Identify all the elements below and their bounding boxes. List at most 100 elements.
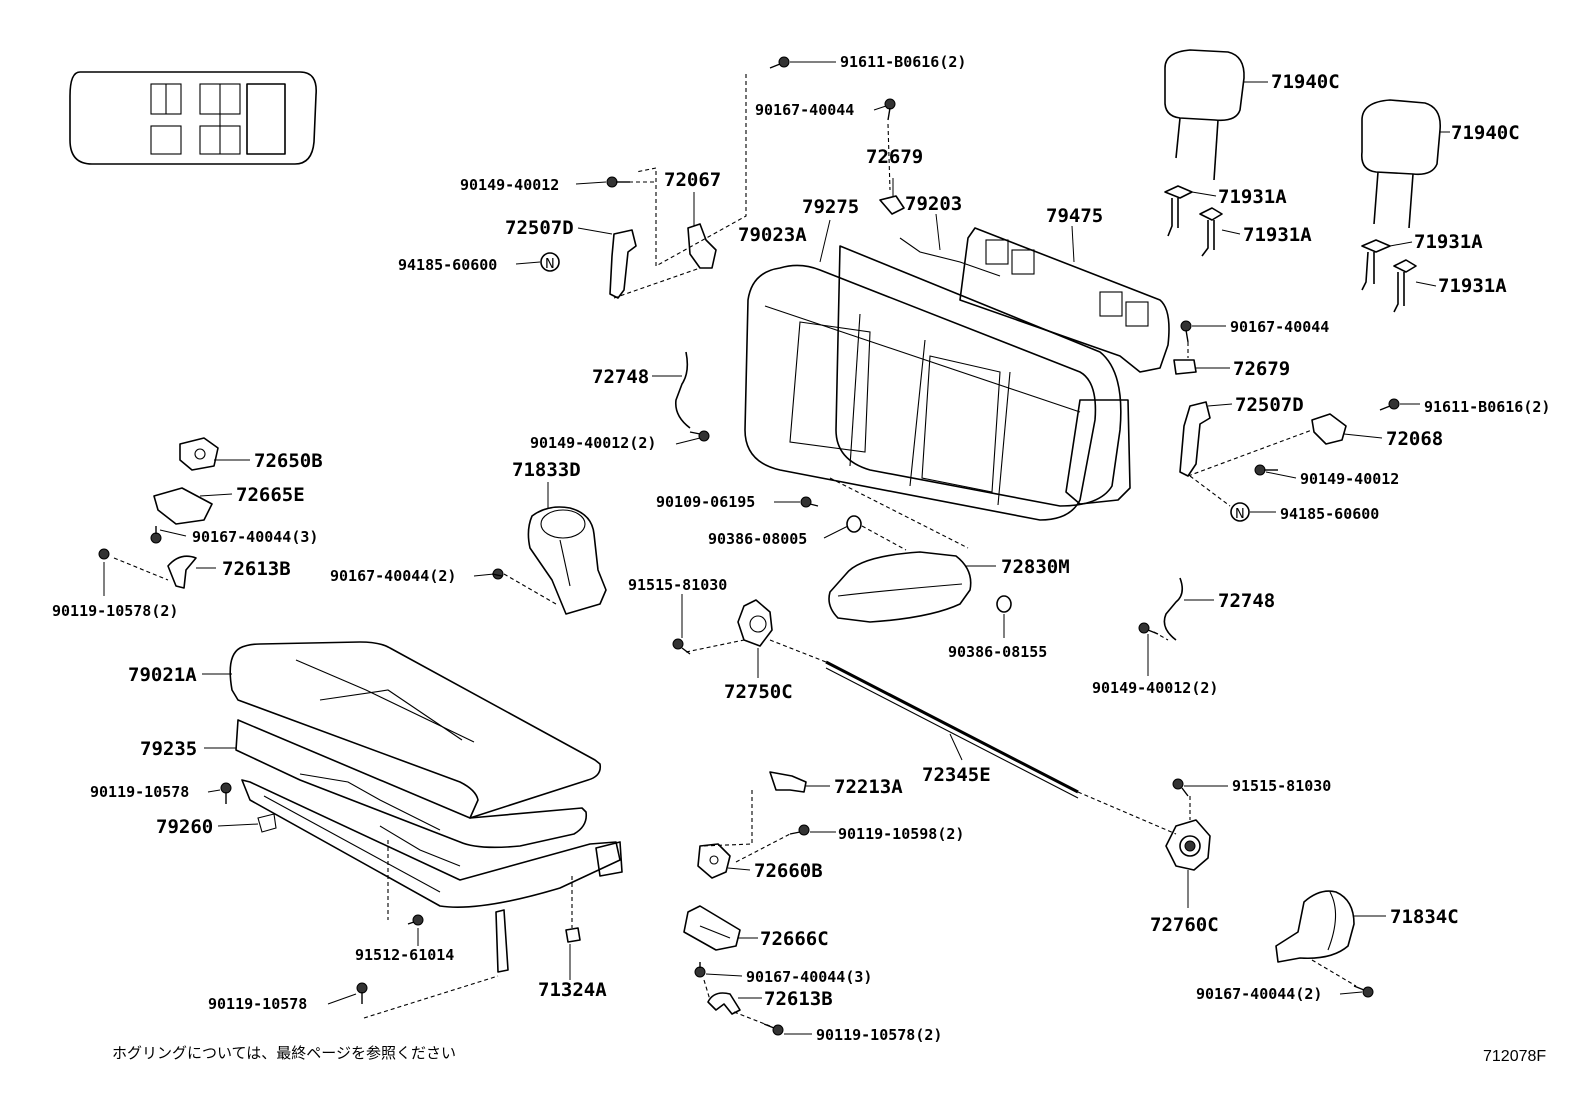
hinge-72750C [737, 599, 773, 647]
label-90149-40012-right: 90149-40012 [1300, 470, 1399, 488]
label-79021A: 79021A [128, 664, 197, 686]
label-90119-10578-2-bottom: 90119-10578(2) [816, 1026, 942, 1044]
headrest-left [1164, 49, 1245, 181]
belt-72507D-right [1179, 401, 1211, 477]
label-72750C: 72750C [724, 681, 793, 703]
label-94185-60600-left: 94185-60600 [398, 256, 497, 274]
label-72679-top: 72679 [866, 146, 923, 168]
label-72748-right: 72748 [1218, 590, 1275, 612]
part-labels: 91611-B0616(2) 90167-40044 72679 90149-4… [52, 53, 1550, 1044]
label-72213A: 72213A [834, 776, 903, 798]
label-79235: 79235 [140, 738, 197, 760]
label-79023A: 79023A [738, 224, 807, 246]
hinge-72760C [1165, 819, 1211, 871]
label-71940C-a: 71940C [1271, 71, 1340, 93]
label-90109-06195: 90109-06195 [656, 493, 755, 511]
label-91611-B0616-2-right: 91611-B0616(2) [1424, 398, 1550, 416]
assembly-dashed-lines [113, 74, 1357, 1027]
label-71834C: 71834C [1390, 906, 1459, 928]
label-72068: 72068 [1386, 428, 1443, 450]
label-72665E: 72665E [236, 484, 305, 506]
armrest [828, 551, 972, 623]
label-90386-08155: 90386-08155 [948, 643, 1047, 661]
label-72067: 72067 [664, 169, 721, 191]
label-90149-40012-2-mid: 90149-40012(2) [530, 434, 656, 452]
stopper-72679-top [879, 195, 905, 215]
wire-72748-top [674, 351, 691, 429]
lock-72666C [683, 905, 741, 951]
bushing-90386-08005 [846, 515, 862, 533]
hog-ring-footnote: ホグリングについては、最終ページを参照ください [112, 1044, 456, 1062]
lock-72660B [697, 843, 731, 879]
seat-layout-icon [69, 71, 317, 165]
label-72507D-left: 72507D [505, 217, 574, 239]
hinge-72650B [179, 437, 219, 471]
label-72660B: 72660B [754, 860, 823, 882]
label-90167-40044-2-right: 90167-40044(2) [1196, 985, 1322, 1003]
label-72613B-bottom: 72613B [764, 988, 833, 1010]
label-72830M: 72830M [1001, 556, 1070, 578]
label-90119-10578-2-left: 90119-10578(2) [52, 602, 178, 620]
leader-lines [103, 61, 1450, 1035]
wire-72748-right [1163, 577, 1184, 641]
cover-71834C [1275, 890, 1355, 963]
bushing-90386-08155 [996, 595, 1012, 613]
label-71324A: 71324A [538, 979, 607, 1001]
label-72666C: 72666C [760, 928, 829, 950]
hook-72613B-bottom [707, 992, 741, 1015]
headrest-supports [1164, 185, 1417, 313]
nut-94185-60600-right: N [1230, 502, 1250, 522]
label-90149-40012-left: 90149-40012 [460, 176, 559, 194]
label-72748-top: 72748 [592, 366, 649, 388]
bolts [98, 56, 1400, 1036]
label-91515-81030-mid: 91515-81030 [628, 576, 727, 594]
label-90386-08005: 90386-08005 [708, 530, 807, 548]
seat-back-assembly [744, 227, 1170, 521]
label-91611-B0616-2-top: 91611-B0616(2) [840, 53, 966, 71]
label-79475: 79475 [1046, 205, 1103, 227]
label-72650B: 72650B [254, 450, 323, 472]
label-90167-40044-2-left: 90167-40044(2) [330, 567, 456, 585]
label-90167-40044-3-bottom: 90167-40044(3) [746, 968, 872, 986]
svg-text:N: N [1235, 507, 1245, 522]
label-79203: 79203 [905, 193, 962, 215]
label-71931A-c: 71931A [1414, 231, 1483, 253]
hinge-72665E [153, 487, 213, 525]
svg-text:N: N [545, 257, 555, 272]
hook-72613B-left [167, 555, 197, 589]
label-72345E: 72345E [922, 764, 991, 786]
seat-cushion-assembly [229, 641, 623, 973]
label-90119-10578-a: 90119-10578 [90, 783, 189, 801]
nut-94185-60600-left: N [540, 252, 560, 272]
belt-72507D-left [609, 229, 637, 299]
lever-72213A [769, 771, 807, 793]
label-79275: 79275 [802, 196, 859, 218]
label-90167-40044-top: 90167-40044 [755, 101, 854, 119]
rod-72345E [825, 660, 1079, 799]
label-94185-60600-right: 94185-60600 [1280, 505, 1379, 523]
headrest-right [1360, 99, 1442, 229]
label-90149-40012-2-right: 90149-40012(2) [1092, 679, 1218, 697]
label-71940C-b: 71940C [1451, 122, 1520, 144]
label-72760C: 72760C [1150, 914, 1219, 936]
drawing-id: 712078F [1483, 1048, 1547, 1065]
label-91515-81030-right: 91515-81030 [1232, 777, 1331, 795]
label-72613B-left: 72613B [222, 558, 291, 580]
label-71931A-b: 71931A [1243, 224, 1312, 246]
label-72679-right: 72679 [1233, 358, 1290, 380]
label-71833D: 71833D [512, 459, 581, 481]
label-79260: 79260 [156, 816, 213, 838]
bracket-72068 [1311, 413, 1347, 445]
stopper-72679-right [1173, 359, 1197, 375]
label-90119-10598-2: 90119-10598(2) [838, 825, 964, 843]
hinge-cover-71833D [527, 506, 607, 615]
label-91512-61014: 91512-61014 [355, 946, 454, 964]
label-90119-10578-b: 90119-10578 [208, 995, 307, 1013]
label-71931A-a: 71931A [1218, 186, 1287, 208]
label-90167-40044-3-left: 90167-40044(3) [192, 528, 318, 546]
bracket-72067 [687, 223, 717, 269]
label-71931A-d: 71931A [1438, 275, 1507, 297]
clip-71324A [565, 927, 581, 943]
label-72507D-right: 72507D [1235, 394, 1304, 416]
